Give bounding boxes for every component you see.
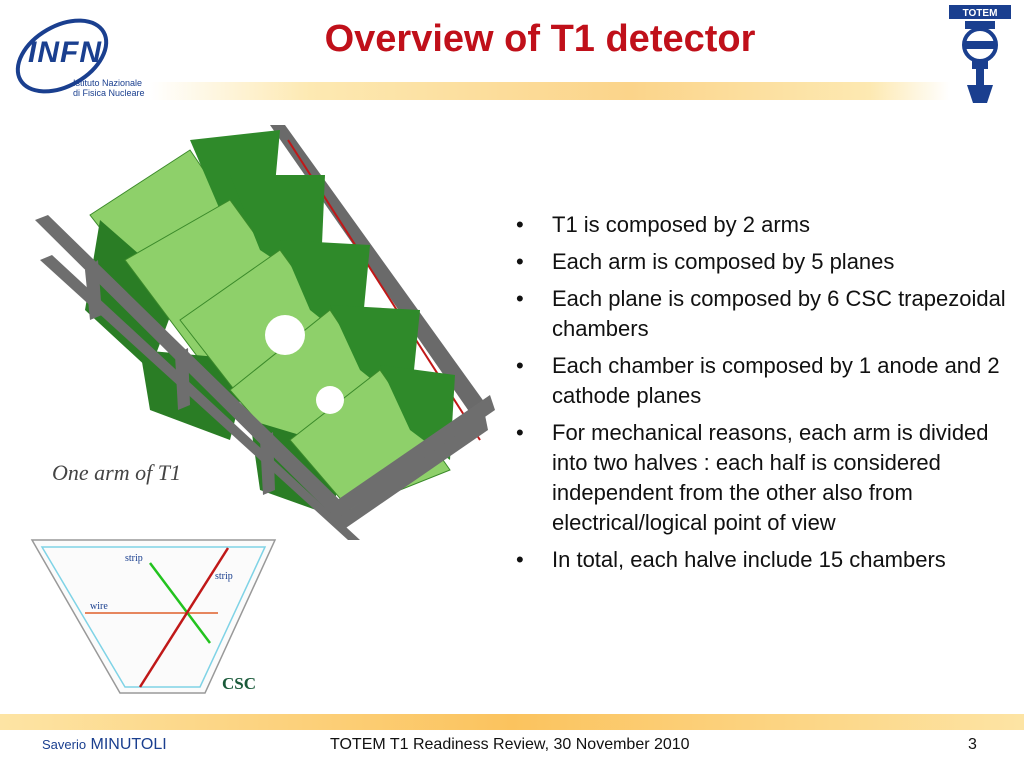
- bullet-item: For mechanical reasons, each arm is divi…: [512, 418, 1012, 538]
- bullet-item: Each arm is composed by 5 planes: [512, 247, 1012, 277]
- illustration-caption: One arm of T1: [52, 460, 181, 485]
- bullet-item: T1 is composed by 2 arms: [512, 210, 1012, 240]
- bullet-item: In total, each halve include 15 chambers: [512, 545, 1012, 575]
- bullet-list: T1 is composed by 2 arms Each arm is com…: [512, 210, 1012, 582]
- infn-logo-line2: di Fisica Nucleare: [73, 88, 145, 98]
- infn-orbit-icon: [15, 18, 109, 94]
- page-number: 3: [968, 736, 977, 753]
- footer-bar: [0, 714, 1024, 730]
- support-frame: [35, 215, 495, 540]
- author-first-name: Saverio: [42, 737, 87, 752]
- title-underline-bar: [150, 82, 950, 100]
- bullet-item: Each chamber is composed by 1 anode and …: [512, 351, 1012, 411]
- infn-logo-name: INFN: [28, 36, 102, 69]
- footer-event: TOTEM T1 Readiness Review, 30 November 2…: [330, 736, 690, 753]
- totem-logo: TOTEM: [945, 5, 1015, 105]
- csc-label: CSC: [222, 674, 256, 693]
- footer-author: Saverio MINUTOLI: [42, 736, 167, 754]
- infn-logo-line1: Istituto Nazionale: [73, 78, 143, 88]
- csc-strip-label-2: strip: [215, 571, 233, 582]
- bullet-item: Each plane is composed by 6 CSC trapezoi…: [512, 284, 1012, 344]
- t1-arm-illustration: One arm of T1: [30, 120, 500, 540]
- page-title: Overview of T1 detector: [324, 18, 756, 60]
- author-last-name: MINUTOLI: [90, 736, 167, 753]
- csc-wire-label: wire: [90, 601, 108, 612]
- csc-strip-label-1: strip: [125, 553, 143, 564]
- infn-logo-subtitle: Istituto Nazionale di Fisica Nucleare: [73, 78, 145, 98]
- infn-logo: INFN Istituto Nazionale di Fisica Nuclea…: [10, 8, 145, 100]
- csc-diagram: strip strip wire CSC: [30, 535, 280, 700]
- totem-logo-name: TOTEM: [963, 8, 998, 19]
